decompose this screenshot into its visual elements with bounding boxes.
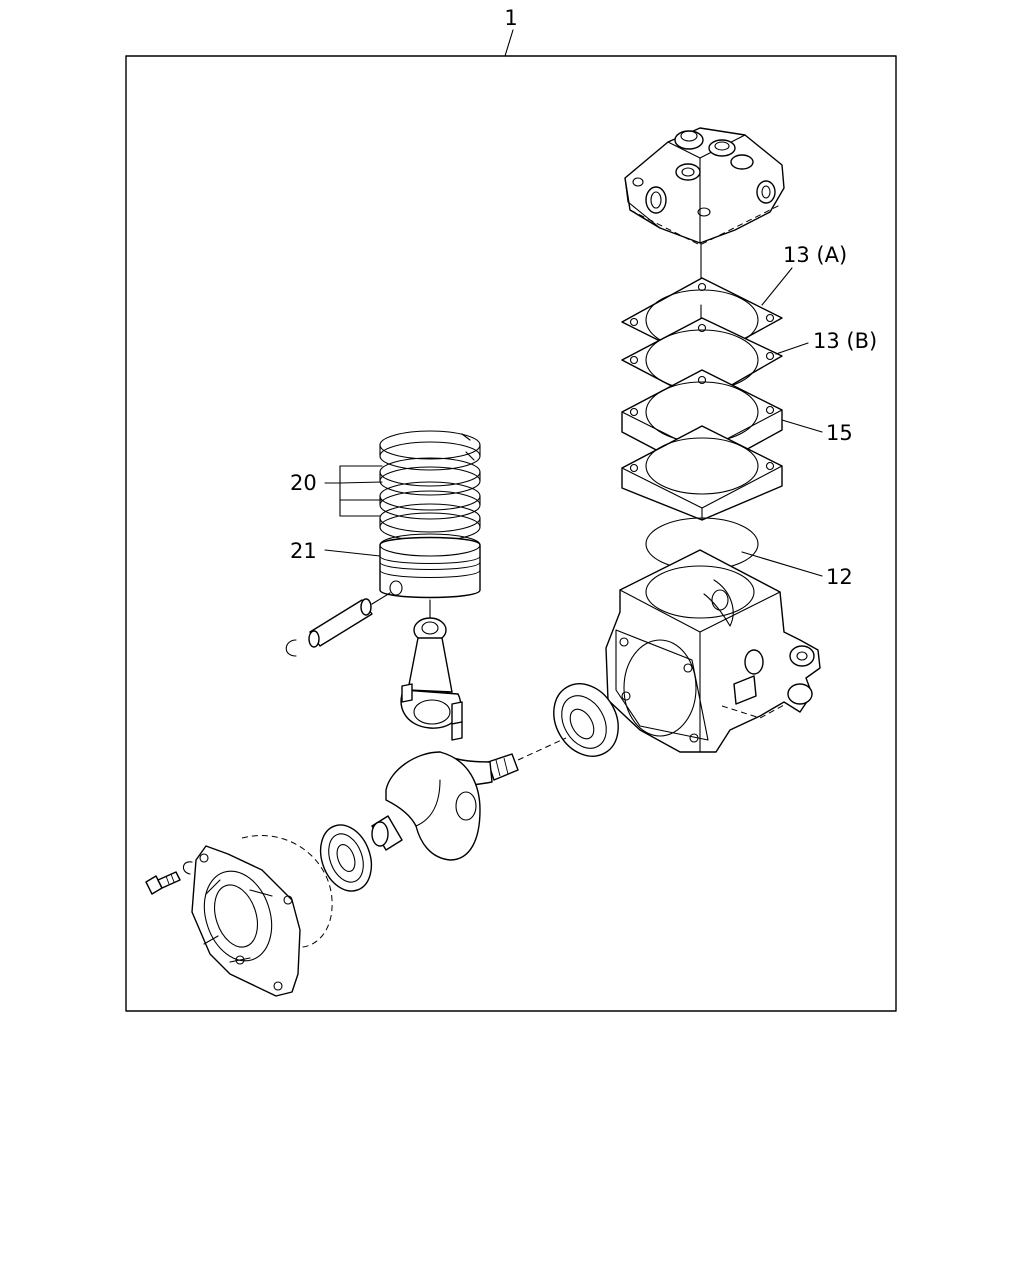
leader-13b [775, 342, 809, 355]
callout-20: 20 [290, 471, 317, 495]
callout-13a: 13 (A) [783, 243, 847, 267]
circlip [285, 639, 297, 657]
piston-pin [308, 592, 391, 648]
callout-12: 12 [826, 565, 853, 589]
callout-21: 21 [290, 539, 317, 563]
bearing-right [553, 683, 619, 757]
leader-1 [504, 29, 514, 57]
callout-13b: 13 (B) [813, 329, 877, 353]
crankshaft [371, 737, 567, 861]
piston-rings-20 [379, 430, 481, 542]
washer [182, 861, 193, 875]
cylinder-head [624, 127, 785, 246]
leader-20 [324, 465, 383, 517]
crankcase [605, 549, 821, 753]
leader-15 [781, 419, 823, 433]
piston-21 [379, 533, 481, 599]
callout-15: 15 [826, 421, 853, 445]
bolt [145, 871, 181, 895]
diagram-frame [125, 55, 897, 1012]
end-cover [191, 835, 333, 997]
leader-12 [741, 551, 823, 577]
spacer-plate-15 [621, 369, 783, 521]
connecting-rod [400, 599, 463, 741]
leader-13a [761, 267, 793, 306]
callout-1: 1 [504, 6, 517, 30]
leader-21 [324, 549, 381, 557]
bearing-left [319, 824, 373, 892]
